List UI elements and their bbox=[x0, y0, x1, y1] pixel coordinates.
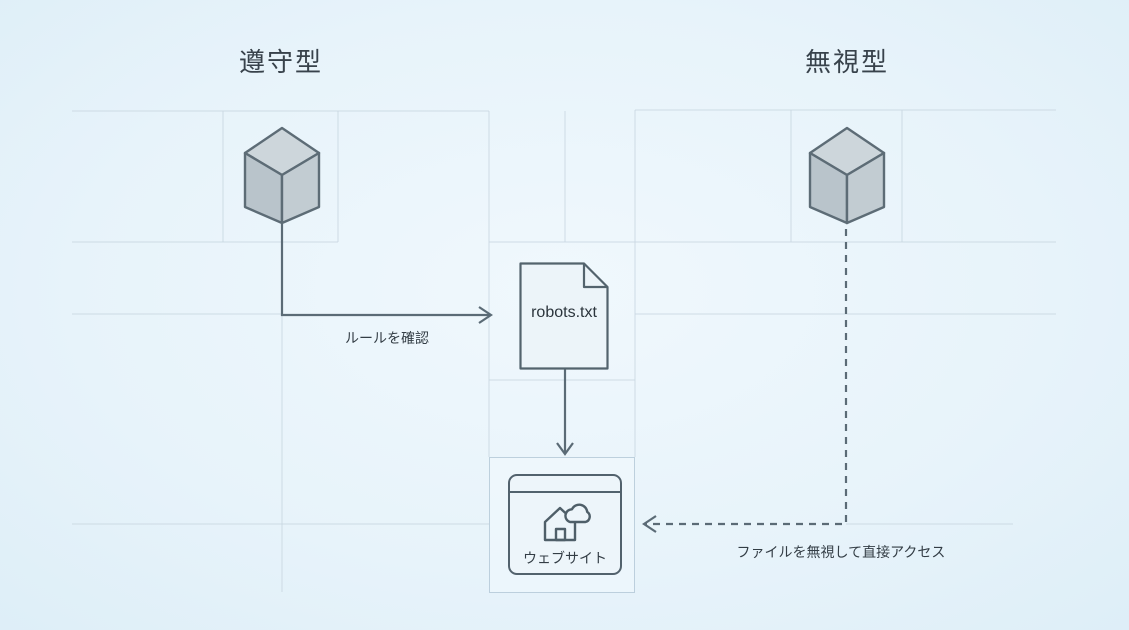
robots-file-document-icon bbox=[519, 262, 609, 370]
website-label: ウェブサイト bbox=[523, 550, 607, 566]
house-cloud-icon bbox=[543, 503, 591, 542]
section-title-ignoring: 無視型 bbox=[804, 47, 890, 77]
robots-file-label: robots.txt bbox=[531, 304, 597, 321]
direct-access-edge-label: ファイルを無視して直接アクセス bbox=[736, 544, 946, 560]
section-title-compliant: 遵守型 bbox=[238, 47, 324, 77]
browser-topbar bbox=[510, 476, 620, 493]
ignoring-crawler-cube-icon bbox=[808, 126, 886, 225]
check-rules-edge-label: ルールを確認 bbox=[345, 330, 429, 346]
check-rules-arrow bbox=[280, 224, 493, 324]
compliant-crawler-cube-icon bbox=[243, 126, 321, 225]
website-browser-icon: ウェブサイト bbox=[508, 474, 622, 575]
robots-to-website-arrow bbox=[556, 368, 574, 456]
direct-access-arrow bbox=[642, 229, 848, 533]
